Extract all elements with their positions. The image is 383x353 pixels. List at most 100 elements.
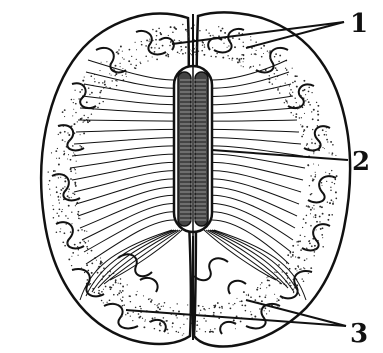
stipple-dot [71,197,72,198]
stipple-dot [330,141,332,143]
stipple-dot [294,81,296,83]
stipple-dot [241,65,242,66]
stipple-dot [296,113,298,115]
stipple-dot [74,168,75,169]
stipple-dot [196,324,198,326]
stipple-dot [259,296,261,298]
stipple-dot [74,133,75,134]
stipple-dot [56,186,57,187]
stipple-dot [316,102,317,103]
stipple-dot [140,308,141,309]
stipple-dot [70,178,72,180]
stipple-dot [136,59,137,60]
stipple-dot [292,255,294,257]
stipple-dot [78,214,79,215]
stipple-dot [196,331,197,332]
stipple-dot [309,243,311,245]
stipple-dot [183,324,184,325]
stipple-dot [202,306,203,307]
stipple-dot [314,248,316,250]
stipple-dot [318,134,320,136]
stipple-dot [149,39,150,40]
stipple-dot [154,51,156,53]
stipple-dot [99,96,100,97]
stipple-dot [333,201,334,202]
stipple-dot [83,115,84,116]
stipple-dot [313,179,314,180]
stipple-dot [290,89,292,91]
stipple-dot [312,118,314,120]
stipple-dot [163,317,165,319]
stipple-dot [83,120,84,121]
stipple-dot [216,53,217,54]
stipple-dot [303,267,304,268]
stipple-dot [202,41,204,43]
stipple-dot [146,39,148,41]
stipple-dot [135,65,137,67]
stipple-dot [87,279,89,281]
stipple-dot [121,316,123,318]
stipple-dot [97,272,99,274]
stipple-dot [72,145,74,147]
stipple-dot [48,171,49,172]
stipple-dot [122,296,124,298]
stipple-dot [335,155,336,156]
stipple-dot [130,316,131,317]
stipple-dot [274,56,275,57]
stipple-dot [319,145,321,147]
stipple-dot [138,313,140,315]
stipple-dot [65,178,66,179]
stipple-dot [312,207,313,208]
stipple-dot [159,39,160,40]
stipple-dot [106,61,107,62]
stipple-dot [300,268,301,269]
stipple-dot [313,230,315,232]
stipple-dot [326,127,328,129]
stipple-dot [141,44,143,46]
stipple-dot [77,229,79,231]
stipple-dot [168,56,170,58]
stipple-dot [63,154,65,156]
stipple-dot [254,53,255,54]
stipple-dot [248,294,249,295]
stipple-dot [58,215,60,217]
stipple-dot [55,150,57,152]
stipple-dot [228,33,229,34]
stipple-dot [267,50,268,51]
stipple-dot [318,149,320,151]
stipple-dot [314,176,316,178]
stipple-dot [56,158,57,159]
stipple-dot [313,205,314,206]
stipple-dot [334,179,336,181]
stipple-dot [334,183,335,184]
stipple-dot [275,79,276,80]
stipple-dot [81,117,82,118]
stipple-dot [62,139,64,141]
stipple-dot [206,29,208,31]
stipple-dot [310,267,312,269]
stipple-dot [99,70,100,71]
stipple-dot [154,317,155,318]
stipple-dot [208,33,209,34]
stipple-dot [64,245,66,247]
stipple-dot [128,60,130,62]
stipple-dot [187,36,189,38]
stipple-dot [156,35,157,36]
stipple-dot [66,223,67,224]
stipple-dot [330,187,331,188]
stipple-dot [142,318,143,319]
stipple-dot [86,264,88,266]
stipple-dot [149,298,150,299]
stipple-dot [118,292,120,294]
stipple-dot [99,294,101,296]
stipple-dot [99,91,101,93]
stipple-dot [336,175,338,177]
stipple-dot [205,320,207,322]
stipple-dot [306,215,308,217]
stipple-dot [331,170,332,171]
stipple-dot [289,282,291,284]
stipple-dot [79,145,80,146]
stipple-dot [89,94,90,95]
stipple-dot [286,100,288,102]
